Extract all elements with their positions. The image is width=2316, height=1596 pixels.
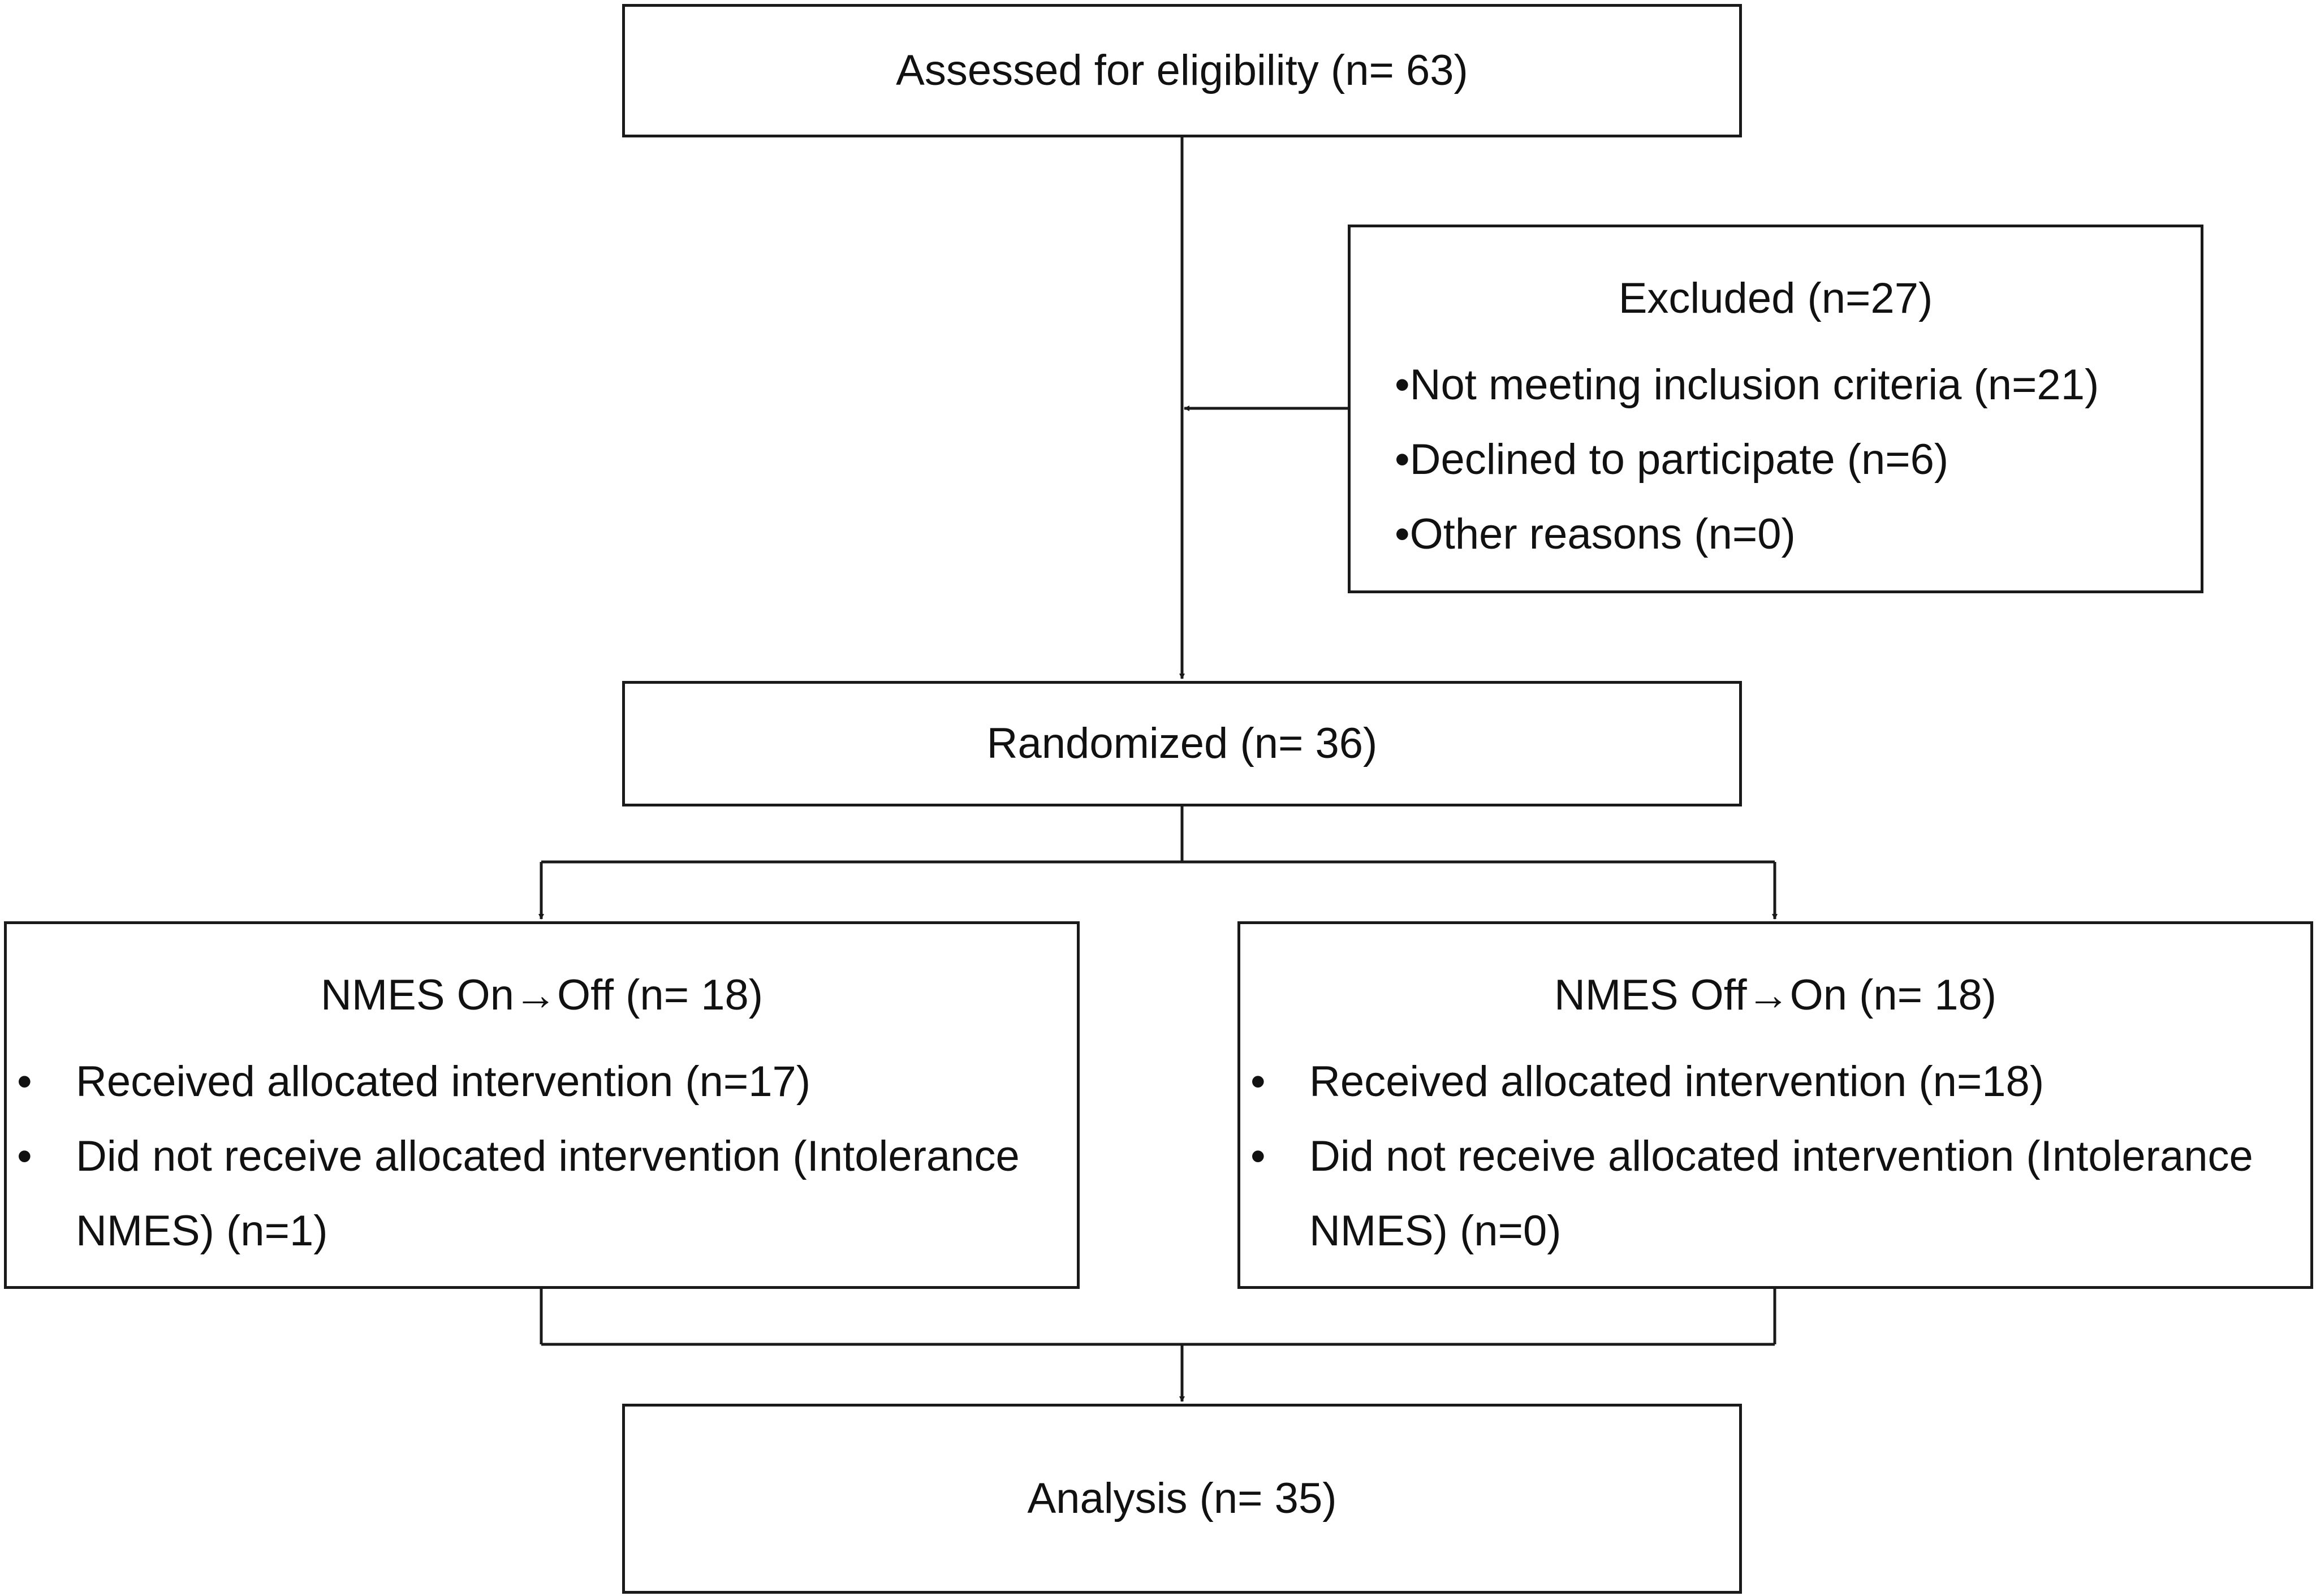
bullet-marker: • bbox=[17, 1132, 32, 1180]
arm-on-off-box: NMES On→Off (n= 18) • Received allocated… bbox=[4, 921, 1080, 1289]
assessed-box: Assessed for eligibility (n= 63) bbox=[622, 4, 1742, 137]
arm-off-on-item: • Received allocated intervention (n=18) bbox=[1240, 1045, 2310, 1119]
arm-off-on-list: • Received allocated intervention (n=18)… bbox=[1240, 1045, 2310, 1269]
arm-off-on-item: • Did not receive allocated intervention… bbox=[1240, 1119, 2310, 1269]
excluded-reason-item: •Not meeting inclusion criteria (n=21) bbox=[1395, 361, 2099, 409]
arm-off-on-item-text: Did not receive allocated intervention (… bbox=[1309, 1132, 2253, 1255]
randomized-label: Randomized (n= 36) bbox=[986, 719, 1378, 767]
analysis-label: Analysis (n= 35) bbox=[1027, 1474, 1337, 1522]
arm-on-off-item-text: Did not receive allocated intervention (… bbox=[76, 1132, 1020, 1255]
arm-off-on-item-text: Received allocated intervention (n=18) bbox=[1309, 1058, 2045, 1106]
arm-off-on-title: NMES Off→On (n= 18) bbox=[1554, 971, 1997, 1019]
excluded-box: Excluded (n=27) •Not meeting inclusion c… bbox=[1348, 225, 2203, 593]
excluded-reasons-list: •Not meeting inclusion criteria (n=21) •… bbox=[1395, 348, 2099, 572]
excluded-title: Excluded (n=27) bbox=[1618, 274, 1933, 322]
assessed-label: Assessed for eligibility (n= 63) bbox=[896, 46, 1468, 94]
bullet-marker: • bbox=[1250, 1058, 1266, 1106]
excluded-reason-item: •Other reasons (n=0) bbox=[1395, 510, 1796, 558]
arm-on-off-title: NMES On→Off (n= 18) bbox=[320, 971, 764, 1019]
arm-on-off-list: • Received allocated intervention (n=17)… bbox=[7, 1045, 1077, 1269]
arm-off-on-box: NMES Off→On (n= 18) • Received allocated… bbox=[1237, 921, 2313, 1289]
excluded-reason-item: •Declined to participate (n=6) bbox=[1395, 435, 1949, 484]
analysis-box: Analysis (n= 35) bbox=[622, 1404, 1742, 1594]
randomized-box: Randomized (n= 36) bbox=[622, 681, 1742, 806]
bullet-marker: • bbox=[17, 1058, 32, 1106]
arm-on-off-item: • Did not receive allocated intervention… bbox=[7, 1119, 1077, 1269]
bullet-marker: • bbox=[1250, 1132, 1266, 1180]
arm-on-off-item-text: Received allocated intervention (n=17) bbox=[76, 1058, 811, 1106]
arm-on-off-item: • Received allocated intervention (n=17) bbox=[7, 1045, 1077, 1119]
